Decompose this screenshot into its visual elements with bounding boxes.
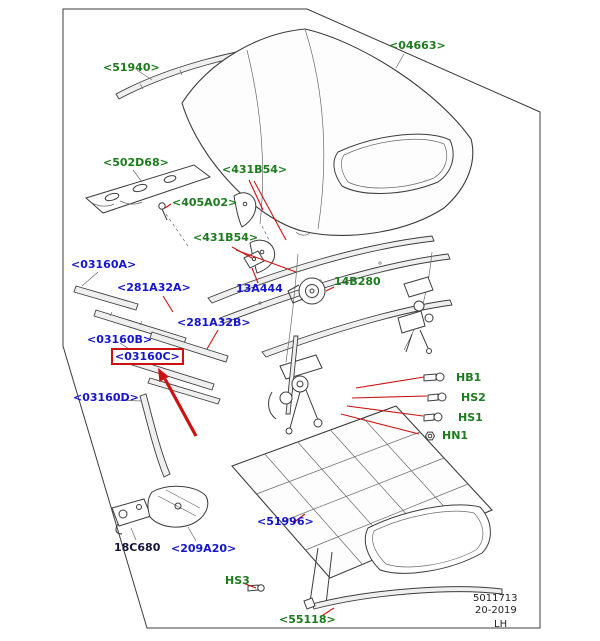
- motor-14B280: [287, 277, 326, 305]
- screw-405A02: [158, 202, 189, 247]
- hinge-mechanism-right: [397, 276, 434, 354]
- date-code: 20-2019: [475, 605, 517, 616]
- part-label-03160B[interactable]: <03160B>: [87, 333, 153, 346]
- part-label-04663[interactable]: <04663>: [389, 39, 446, 52]
- bracket-431B54-upper: [233, 192, 257, 228]
- roof-rails: [207, 235, 453, 363]
- leader-lines-red: [162, 179, 428, 618]
- strip-03160D: [139, 393, 171, 478]
- part-label-HS2[interactable]: HS2: [461, 391, 486, 404]
- weatherstrip-55118: [303, 586, 503, 610]
- drawing-number: 5011713: [473, 593, 518, 604]
- part-label-HS1[interactable]: HS1: [458, 411, 483, 424]
- folding-frame-51996: [231, 405, 493, 605]
- part-label-13A444[interactable]: 13A444: [236, 282, 283, 295]
- nut-hn1-icon: [424, 431, 436, 441]
- part-label-431B54-lower[interactable]: <431B54>: [193, 231, 259, 244]
- part-label-55118[interactable]: <55118>: [279, 613, 336, 626]
- part-label-18C680[interactable]: 18C680: [114, 541, 161, 554]
- bracket-209A20: [147, 485, 209, 528]
- bolt-hb1-icon: [423, 372, 445, 382]
- screw-hs3-icon: [247, 584, 265, 592]
- part-label-209A20[interactable]: <209A20>: [171, 542, 237, 555]
- leader-lines-black: [81, 53, 405, 542]
- diagram-border: [62, 8, 541, 629]
- side-code: LH: [494, 619, 508, 630]
- part-label-14B280[interactable]: 14B280: [334, 275, 381, 288]
- part-label-HN1[interactable]: HN1: [442, 429, 469, 442]
- screw-hs1-icon: [423, 412, 443, 422]
- header-panel-502D68: [84, 164, 212, 214]
- screw-hs2-icon: [427, 392, 447, 402]
- part-label-03160A[interactable]: <03160A>: [71, 258, 137, 271]
- part-label-03160C-highlighted[interactable]: <03160C>: [111, 348, 184, 365]
- part-label-51940[interactable]: <51940>: [103, 61, 160, 74]
- part-label-03160D[interactable]: <03160D>: [73, 391, 139, 404]
- highlight-arrow: [158, 368, 198, 437]
- soft-top-canopy-04663: [181, 28, 474, 236]
- part-label-281A32A[interactable]: <281A32A>: [117, 281, 191, 294]
- part-label-502D68[interactable]: <502D68>: [103, 156, 169, 169]
- part-label-431B54-upper[interactable]: <431B54>: [222, 163, 288, 176]
- part-label-HS3[interactable]: HS3: [225, 574, 250, 587]
- part-label-HB1[interactable]: HB1: [456, 371, 482, 384]
- part-label-51996[interactable]: <51996>: [257, 515, 314, 528]
- part-label-405A02[interactable]: <405A02>: [172, 196, 238, 209]
- pivot-bracket-center: [268, 335, 323, 435]
- clip-13A444: [243, 250, 265, 269]
- part-label-281A32B[interactable]: <281A32B>: [177, 316, 251, 329]
